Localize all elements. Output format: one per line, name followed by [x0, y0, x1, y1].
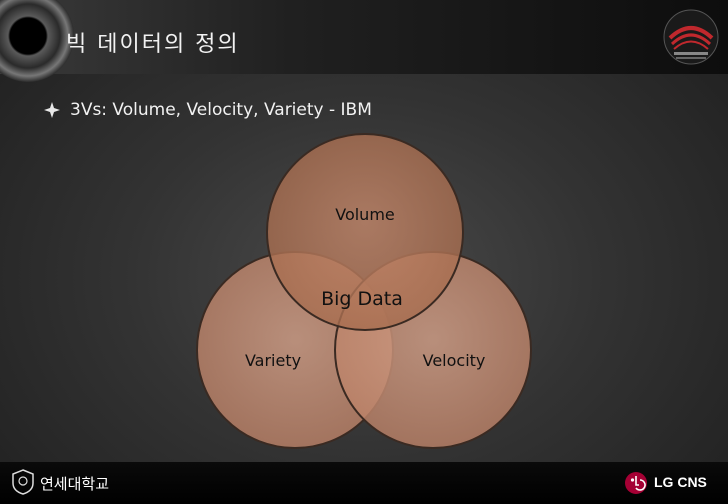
bullet-text: 3Vs: Volume, Velocity, Variety - IBM: [70, 100, 372, 120]
slide-title: 빅 데이터의 정의: [66, 32, 240, 57]
conference-logo-icon: [663, 9, 719, 65]
label-variety: Variety: [245, 351, 301, 370]
slide-footer: 연세대학교 LG CNS: [0, 462, 728, 504]
university-name: 연세대학교: [40, 475, 110, 493]
venn-circle-volume: [266, 133, 464, 331]
four-point-star-icon: [44, 102, 60, 118]
label-volume: Volume: [335, 205, 395, 224]
company-name: LG CNS: [654, 474, 707, 490]
slide-header: 빅 데이터의 정의: [0, 0, 728, 82]
university-emblem-icon: [12, 469, 34, 495]
label-velocity: Velocity: [423, 351, 486, 370]
bullet-item: 3Vs: Volume, Velocity, Variety - IBM: [44, 100, 372, 120]
label-big-data: Big Data: [321, 288, 403, 310]
lg-logo-icon: [625, 472, 647, 494]
